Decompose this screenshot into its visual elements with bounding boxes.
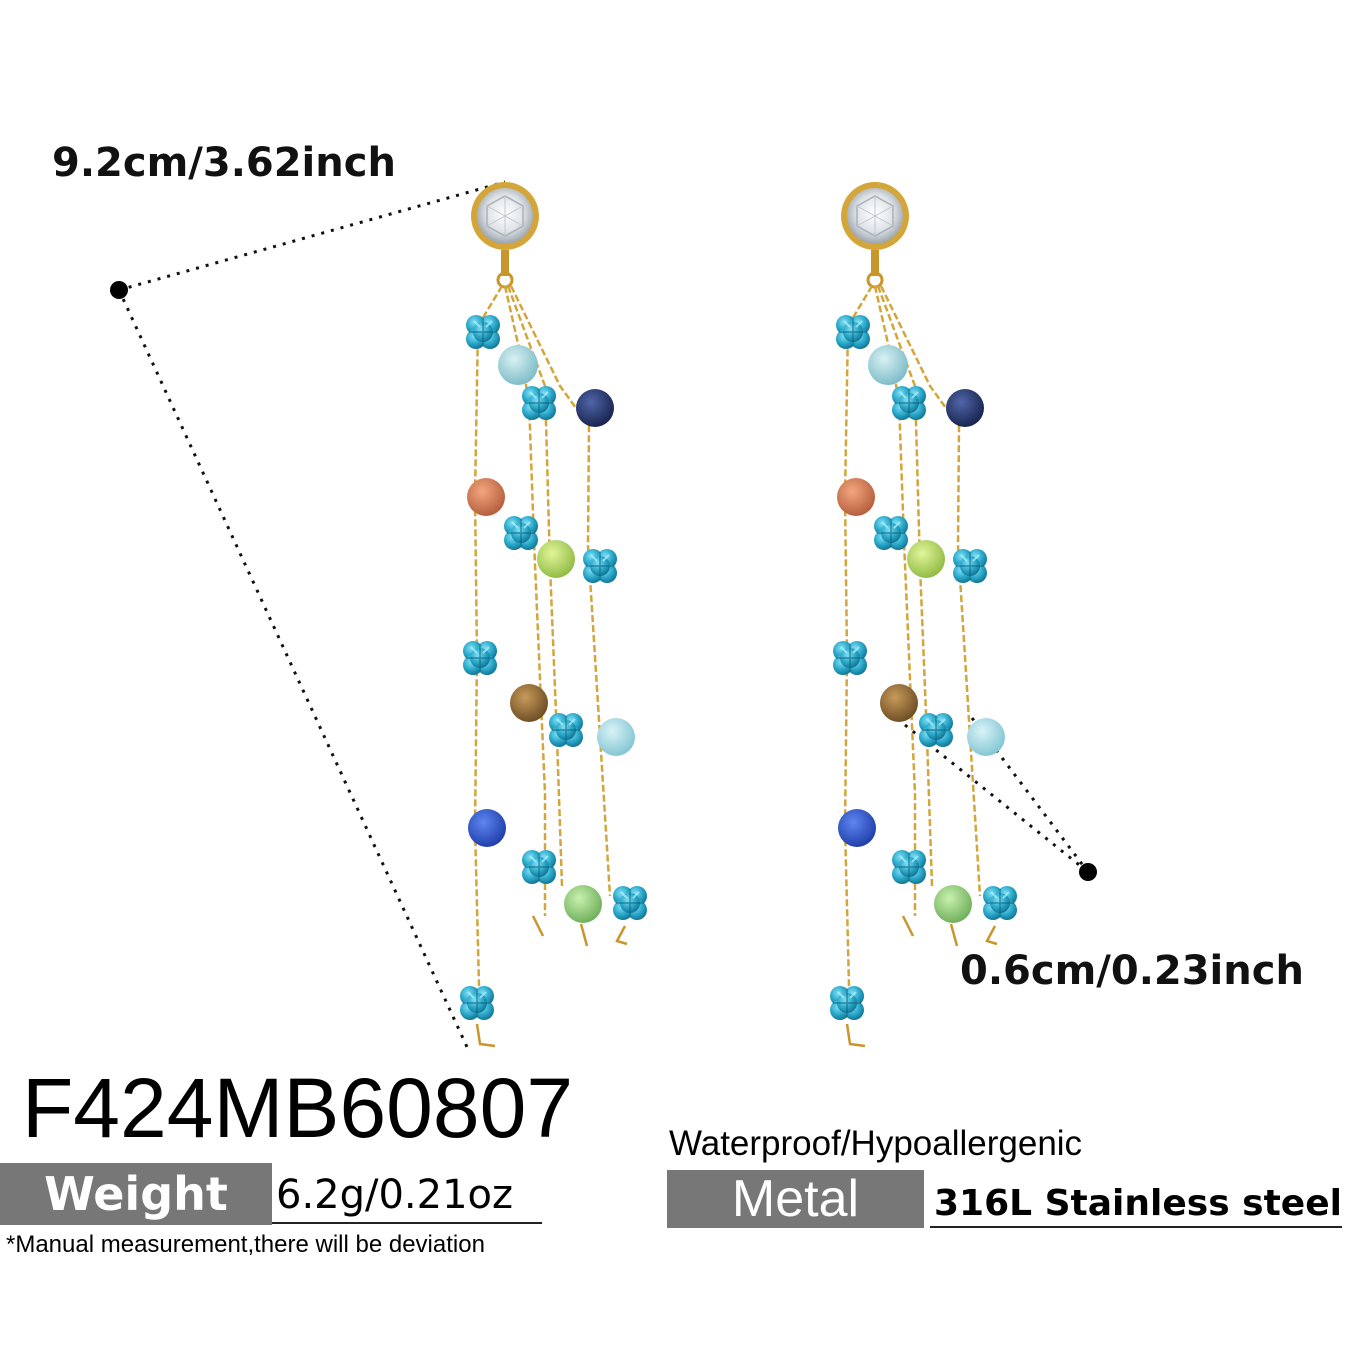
metal-label: Metal bbox=[667, 1170, 924, 1228]
measurement-dot bbox=[1079, 863, 1097, 881]
measurement-dot bbox=[110, 281, 128, 299]
earring-left bbox=[460, 182, 647, 1046]
product-properties: Waterproof/Hypoallergenic bbox=[669, 1124, 1083, 1163]
earring-right bbox=[830, 182, 1017, 1046]
length-measurement: 9.2cm/3.62inch bbox=[52, 140, 396, 186]
product-sku: F424MB60807 bbox=[22, 1061, 574, 1155]
weight-value: 6.2g/0.21oz bbox=[272, 1168, 542, 1224]
width-measurement: 0.6cm/0.23inch bbox=[960, 948, 1304, 994]
measurement-note: *Manual measurement,there will be deviat… bbox=[6, 1231, 485, 1258]
weight-label: Weight bbox=[0, 1163, 272, 1225]
metal-value: 316L Stainless steel bbox=[930, 1180, 1342, 1228]
